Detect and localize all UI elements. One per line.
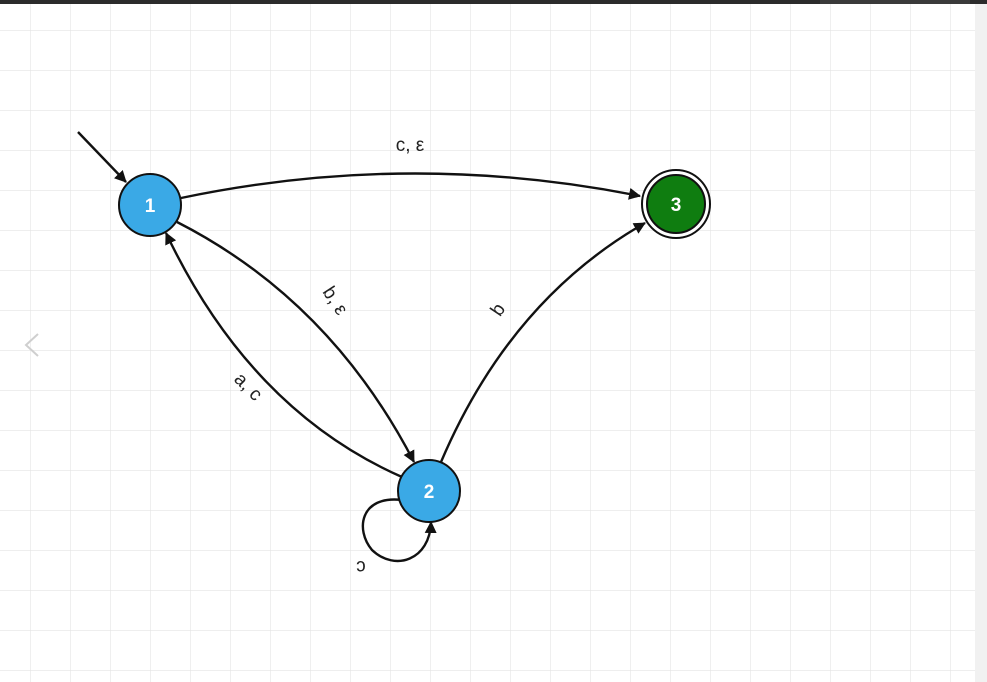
state-1[interactable]: 1	[118, 173, 182, 237]
edge-2-to-3	[439, 221, 646, 463]
edge-2-self-loop	[361, 498, 437, 563]
state-3-label: 3	[671, 195, 682, 216]
edge-1-to-2	[176, 220, 416, 463]
state-1-label: 1	[145, 196, 156, 217]
state-2[interactable]: 2	[397, 459, 461, 523]
window-top-bar-segment	[820, 0, 970, 4]
state-2-label: 2	[424, 482, 435, 503]
window-top-bar	[0, 0, 987, 4]
state-3[interactable]: 3	[641, 169, 711, 239]
state-3-circle	[646, 174, 706, 234]
edge-label-1-to-3: c, ε	[396, 135, 425, 156]
initial-arrow	[77, 131, 127, 183]
scrollbar-track[interactable]	[975, 4, 987, 682]
grid-background	[0, 4, 975, 682]
edge-1-to-3	[180, 172, 641, 200]
chevron-left-icon[interactable]	[24, 333, 39, 357]
state-2-circle	[397, 459, 461, 523]
edge-label-2-self: c	[356, 556, 366, 577]
edge-2-to-1	[164, 232, 403, 479]
state-1-circle	[118, 173, 182, 237]
